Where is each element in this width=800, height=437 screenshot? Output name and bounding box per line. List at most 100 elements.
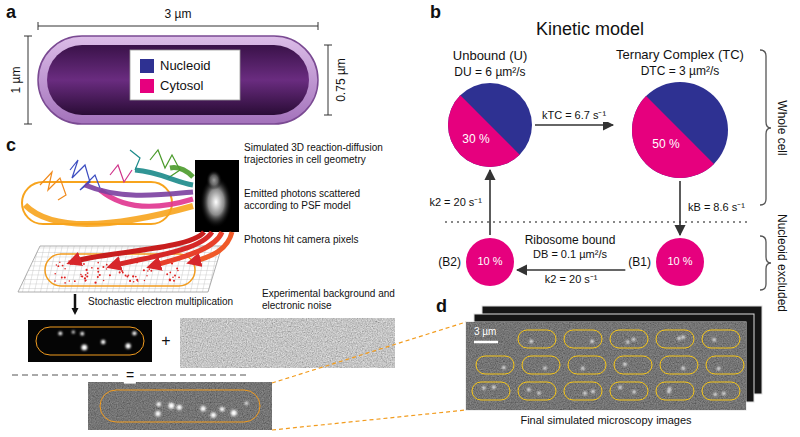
photon-dots-part <box>68 260 69 261</box>
photon-dots-part <box>103 280 104 281</box>
final-dots <box>155 402 248 418</box>
rate-constant: kTC = 6.7 s⁻¹ <box>540 109 608 122</box>
photon-dots-part <box>86 269 88 271</box>
photon-dots-part <box>120 268 122 270</box>
trajectory-illustration <box>22 150 193 224</box>
photon-dots-part <box>146 275 147 276</box>
model-scaffold-part <box>760 236 771 290</box>
legend-text: Nucleoid <box>160 58 211 74</box>
photon-dots-part <box>143 269 145 271</box>
final-dots-part <box>201 406 206 411</box>
photon-dots-part <box>99 274 101 276</box>
photon-dots-part <box>81 276 83 278</box>
photon-dots-part <box>83 263 85 265</box>
diffusion-coefficient: DU = 6 µm²/s <box>454 65 525 79</box>
photon-dots-part <box>147 270 148 271</box>
model-scaffold-part <box>760 50 771 205</box>
photon-dots-part <box>70 263 72 265</box>
legend-row: Nucleoid <box>140 56 211 76</box>
legend-box <box>130 50 240 100</box>
cell-outlines <box>472 330 744 400</box>
legend-row: Cytosol <box>140 76 211 96</box>
fraction-label: 10 % <box>667 255 692 268</box>
psf-image <box>195 160 239 232</box>
fraction-label: 30 % <box>462 132 489 146</box>
photon-dots-part <box>136 279 138 281</box>
photon-dots-part <box>64 277 66 279</box>
cell-illustration <box>38 36 318 124</box>
cell-outlines-part <box>717 367 720 370</box>
photon-dots-part <box>80 274 82 276</box>
trajectory-illustration-part <box>130 150 140 170</box>
dimension-lines-part <box>38 22 318 30</box>
reaction-arrow <box>535 124 613 126</box>
legend-swatch <box>140 79 154 93</box>
photon-dots-part <box>85 279 87 281</box>
photon-dots-part <box>109 274 111 276</box>
photon-arrows <box>72 232 232 266</box>
photon-dots-part <box>173 280 175 282</box>
photon-dots-part <box>166 273 168 275</box>
state-circle: 50 % <box>632 82 728 178</box>
cell-outlines-part <box>568 356 606 374</box>
photon-dots-part <box>150 270 152 272</box>
psf-image-part <box>195 160 239 232</box>
photon-dots-part <box>87 272 89 274</box>
step-note: Stochastic electron multiplication <box>88 296 248 308</box>
photon-dots-part <box>133 281 135 283</box>
model-scaffold <box>445 50 771 290</box>
final-dots-part <box>231 410 237 416</box>
cell-outlines-part <box>667 390 670 393</box>
state-circle: 10 % <box>656 238 704 286</box>
state-name: (B2) <box>438 255 461 269</box>
diffusion-coefficient: DB = 0.1 µm²/s <box>533 248 607 261</box>
cell-outlines-part <box>527 388 530 391</box>
step-note: Experimental background and electronic n… <box>262 288 397 312</box>
cell-outlines-part <box>706 356 744 374</box>
cell-outlines-part <box>660 356 698 374</box>
cell-outlines-part <box>518 330 556 348</box>
trajectory-illustration-part <box>170 168 193 177</box>
image-stack-part <box>466 322 746 410</box>
photon-dots-part <box>54 280 56 282</box>
cell-outlines-part <box>619 386 622 389</box>
cell-outlines-part <box>682 336 685 339</box>
pipeline-illustration-part <box>74 294 77 312</box>
electron-dots <box>58 331 136 351</box>
circle-shape <box>632 82 728 178</box>
electron-dots-part <box>58 331 62 335</box>
cell-outlines-part <box>668 387 671 390</box>
state-name: Ternary Complex (TC) <box>616 47 744 63</box>
dimension-lines-part <box>24 36 32 124</box>
pipeline-illustration-part <box>100 390 260 422</box>
circle-shape-part <box>656 238 704 286</box>
photon-dots-part <box>74 280 76 282</box>
photon-dots-part <box>126 275 128 277</box>
step-note: Emitted photons scattered according to P… <box>244 188 396 212</box>
photon-dots-part <box>128 274 130 276</box>
step-note: Photons hit camera pixels <box>244 234 396 246</box>
dimension-label: 1 µm <box>9 67 23 94</box>
final-dots-part <box>220 407 225 412</box>
photon-dots-part <box>97 276 99 278</box>
panel-title: Kinetic model <box>536 19 644 41</box>
panel-letter: c <box>6 135 16 157</box>
electron-dots-part <box>80 332 84 336</box>
step-note: Simulated 3D reaction-diffusion trajecto… <box>244 142 396 166</box>
state-pie: Ternary Complex (TC)DTC = 3 µm²/s 50 % <box>616 47 744 178</box>
photon-dots-part <box>59 262 60 263</box>
photon-dots-part <box>69 280 71 282</box>
rate-constant: kB = 8.6 s⁻¹ <box>686 201 747 214</box>
photon-dots-part <box>106 268 107 269</box>
dimension-lines-part <box>324 45 332 115</box>
cell-outlines-part <box>702 382 740 400</box>
scale-bar-label: 3 µm <box>474 326 496 338</box>
cell-outlines-part <box>564 382 602 400</box>
state-circle: 10 % <box>466 238 514 286</box>
legend: NucleoidCytosol <box>140 56 211 96</box>
pipeline-illustration <box>12 294 466 430</box>
trajectory-illustration-part <box>25 205 193 224</box>
photon-dots-part <box>64 268 66 270</box>
reaction-arrow <box>517 269 625 271</box>
diffusion-coefficient: DTC = 3 µm²/s <box>641 64 720 78</box>
